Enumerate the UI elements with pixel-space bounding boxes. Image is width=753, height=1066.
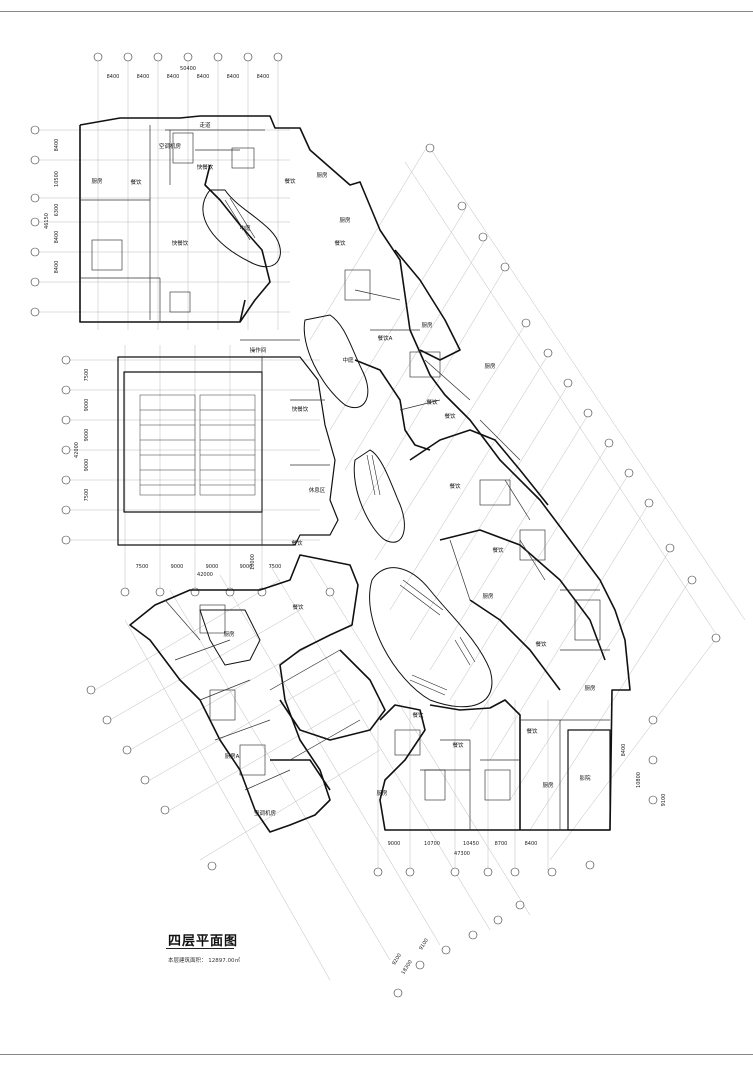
area-note: 本层建筑面积： 12897.00㎡ bbox=[168, 958, 240, 964]
room-label: 快餐饮 bbox=[197, 163, 214, 171]
axis-grid-lines bbox=[35, 55, 746, 981]
dimension-total: 9100 bbox=[661, 794, 667, 807]
dimension-label: 8400 bbox=[525, 841, 538, 847]
room-label: 餐饮 bbox=[444, 412, 456, 420]
cinema-seating bbox=[139, 394, 256, 496]
dimension-label: 7500 bbox=[84, 369, 90, 382]
room-label: 厨房 bbox=[91, 177, 103, 185]
dimension-label: 8400 bbox=[137, 74, 150, 80]
room-label: 餐饮A bbox=[378, 334, 393, 342]
interior-partitions bbox=[80, 125, 610, 830]
room-label: 走道 bbox=[199, 121, 211, 129]
dimension-label: 7500 bbox=[136, 564, 149, 570]
dimension-total: 42000 bbox=[197, 572, 213, 578]
room-label: 餐饮 bbox=[449, 482, 461, 490]
room-label: 厨房A bbox=[225, 752, 240, 760]
room-label: 餐饮 bbox=[526, 727, 538, 735]
dimension-label: 8400 bbox=[621, 744, 627, 757]
room-label: 快餐饮 bbox=[172, 239, 189, 247]
dimension-total: 46150 bbox=[44, 213, 50, 229]
room-label: 厨房 bbox=[542, 781, 554, 789]
dimension-label: 7500 bbox=[269, 564, 282, 570]
room-label: 餐饮 bbox=[535, 640, 547, 648]
room-label: 厨房 bbox=[223, 630, 235, 638]
dimension-label: 9000 bbox=[84, 429, 90, 442]
sheet-border-top bbox=[0, 11, 753, 12]
room-label: 休息区 bbox=[309, 486, 326, 494]
dimension-label: 9100 bbox=[418, 937, 430, 951]
dimension-label: 10000 bbox=[250, 554, 256, 570]
dimension-label: 8400 bbox=[197, 74, 210, 80]
room-label: 中庭 bbox=[342, 356, 354, 364]
room-label: 餐饮 bbox=[292, 603, 304, 611]
room-label: 厨房 bbox=[316, 171, 328, 179]
room-label: 空调机房 bbox=[254, 809, 277, 817]
title-underline bbox=[166, 948, 234, 949]
room-label: 厨房 bbox=[421, 321, 433, 329]
dimension-label: 10700 bbox=[424, 841, 440, 847]
dimension-label: 8400 bbox=[54, 231, 60, 244]
room-label: 餐饮 bbox=[291, 539, 303, 547]
room-label: 餐饮 bbox=[284, 177, 296, 185]
dimension-label: 9000 bbox=[84, 459, 90, 472]
axis-bubbles bbox=[30, 52, 721, 998]
building-outline bbox=[79, 115, 631, 833]
room-label: 影院 bbox=[579, 774, 591, 782]
sheet-border-bottom bbox=[0, 1054, 753, 1055]
dimension-total: 18300 bbox=[400, 959, 414, 976]
dimension-label: 8400 bbox=[257, 74, 270, 80]
room-label: 餐饮 bbox=[334, 239, 346, 247]
dimension-total: 47300 bbox=[454, 851, 470, 857]
room-label: 厨房 bbox=[482, 592, 494, 600]
dimension-label: 10800 bbox=[636, 772, 642, 788]
room-label: 空调机房 bbox=[159, 142, 182, 150]
dimension-label: 9000 bbox=[206, 564, 219, 570]
dimension-label: 8400 bbox=[167, 74, 180, 80]
dimension-label: 8400 bbox=[54, 139, 60, 152]
dimension-label: 10500 bbox=[54, 171, 60, 187]
drawing-title: 四层平面图 bbox=[168, 934, 239, 949]
dimension-label: 9000 bbox=[388, 841, 401, 847]
room-label: 餐饮 bbox=[492, 546, 504, 554]
dimension-label: 8700 bbox=[495, 841, 508, 847]
dimension-label: 8400 bbox=[107, 74, 120, 80]
room-label: 厨房 bbox=[376, 789, 388, 797]
room-label: 厨房 bbox=[339, 216, 351, 224]
room-label: 操作间 bbox=[250, 346, 267, 354]
dimension-label: 9000 bbox=[240, 564, 253, 570]
dimension-label: 6300 bbox=[54, 204, 60, 217]
room-label: 快餐饮 bbox=[292, 405, 309, 413]
dimension-total: 42000 bbox=[74, 442, 80, 458]
room-label: 厨房 bbox=[484, 362, 496, 370]
dimension-label: 7500 bbox=[84, 489, 90, 502]
room-label: 厨房 bbox=[584, 684, 596, 692]
dimension-label: 9200 bbox=[391, 952, 403, 966]
dimension-label: 10450 bbox=[463, 841, 479, 847]
room-label: 餐饮 bbox=[130, 178, 142, 186]
dimension-label: 9000 bbox=[171, 564, 184, 570]
dimension-label: 9000 bbox=[84, 399, 90, 412]
room-label: 餐饮 bbox=[412, 711, 424, 719]
stairs-escalators bbox=[91, 132, 601, 801]
room-label: 中庭 bbox=[239, 224, 251, 232]
dimension-total: 50400 bbox=[180, 66, 196, 72]
room-label: 餐饮 bbox=[426, 398, 438, 406]
room-label: 餐饮 bbox=[452, 741, 464, 749]
dimension-label: 8400 bbox=[54, 261, 60, 274]
dimension-label: 8400 bbox=[227, 74, 240, 80]
